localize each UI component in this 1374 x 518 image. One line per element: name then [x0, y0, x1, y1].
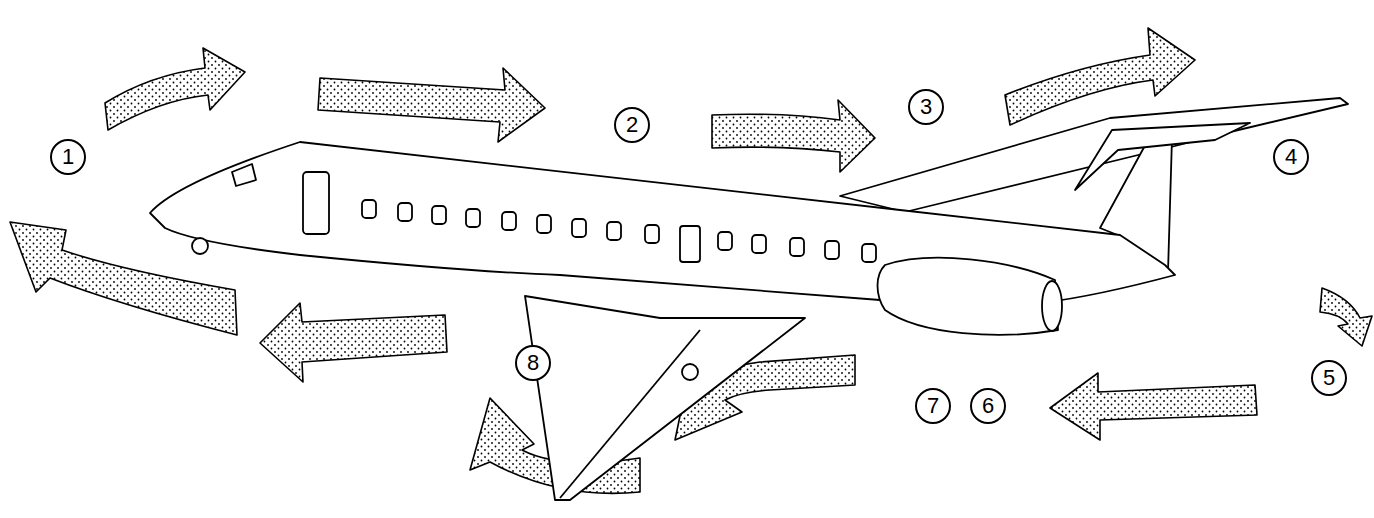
- callout-circle: 6: [970, 388, 1006, 424]
- callout-circle: 2: [614, 107, 650, 143]
- airflow-arrow: [318, 68, 545, 142]
- window: [502, 212, 516, 230]
- window: [607, 222, 621, 240]
- aircraft: [150, 98, 1348, 500]
- wing: [525, 296, 805, 500]
- callout-number: 3: [920, 96, 932, 118]
- window: [645, 225, 659, 243]
- callout-number: 1: [62, 146, 74, 168]
- airflow-arrow: [10, 222, 237, 335]
- callout-circle: 3: [908, 89, 944, 125]
- airflow-arrow: [105, 48, 245, 130]
- window: [825, 241, 839, 259]
- window: [466, 209, 480, 227]
- engine-exhaust: [1042, 281, 1062, 331]
- callout-number: 6: [982, 395, 994, 417]
- windshield: [232, 164, 256, 186]
- nose-gear: [192, 238, 208, 254]
- airflow-arrow: [1005, 28, 1195, 125]
- window: [862, 244, 876, 262]
- airflow-arrow: [712, 100, 875, 172]
- airflow-arrow: [1050, 373, 1257, 440]
- window: [718, 232, 732, 250]
- window: [432, 206, 446, 224]
- callout-number: 7: [927, 395, 939, 417]
- wing-line: [560, 330, 700, 498]
- callout-number: 2: [626, 114, 638, 136]
- window: [752, 235, 766, 253]
- door: [680, 226, 700, 262]
- callout-circle: 5: [1311, 360, 1347, 396]
- callout-number: 8: [527, 352, 539, 374]
- window: [790, 238, 804, 256]
- main-gear: [682, 364, 698, 380]
- window: [537, 215, 551, 233]
- engine-nacelle: [878, 258, 1059, 335]
- callout-circle: 8: [515, 345, 551, 381]
- callout-circle: 4: [1273, 139, 1309, 175]
- callout-circle: 1: [50, 139, 86, 175]
- airflow-arrows: [10, 28, 1372, 493]
- callout-circle: 7: [915, 388, 951, 424]
- airflow-arrow: [260, 303, 447, 382]
- window: [362, 200, 376, 218]
- airflow-arrow: [1320, 288, 1372, 346]
- t-tail: [1075, 123, 1250, 190]
- window: [398, 203, 412, 221]
- door: [303, 172, 329, 234]
- callout-number: 4: [1285, 146, 1297, 168]
- window: [572, 219, 586, 237]
- callout-number: 5: [1323, 367, 1335, 389]
